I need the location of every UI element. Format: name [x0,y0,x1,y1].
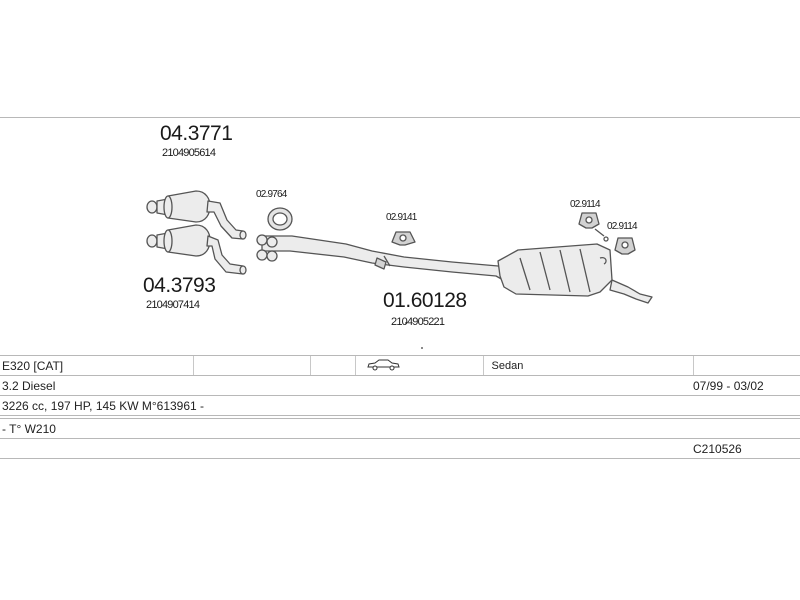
leader-dot [405,322,407,324]
rubber-hanger-rear-left[interactable] [578,212,600,229]
info-row-specs: 3226 cc, 197 HP, 145 KW M°613961 - [0,395,800,416]
part-number-hanger-mid[interactable]: 02.9141 [386,212,417,223]
oem-number-cat-lower: 2104907414 [146,299,200,311]
part-number-cat-upper[interactable]: 04.3771 [160,122,233,145]
leader-dot [421,347,423,349]
catalog-code[interactable]: C210526 [693,438,800,459]
part-number-hanger-rear-right[interactable]: 02.9114 [607,221,638,232]
body-type: Sedan [482,355,693,376]
info-cell-empty [192,355,310,376]
info-cell-empty [0,438,693,459]
rubber-hanger-rear-right[interactable] [594,228,636,255]
part-number-hanger-rear-left[interactable]: 02.9114 [570,199,601,210]
info-cell-empty [692,355,800,376]
chassis-type: - T° W210 [0,418,800,439]
rubber-hanger-mid[interactable] [391,231,416,246]
oem-number-silencer: 2104905221 [391,316,445,328]
vehicle-model: E320 [CAT] [0,355,193,376]
engine-specs: 3226 cc, 197 HP, 145 KW M°613961 - [0,395,800,416]
part-number-gasket[interactable]: 02.9764 [256,189,287,200]
vehicle-info-table: E320 [CAT] Sedan 3.2 Diesel 07/99 - 03/0… [0,355,800,459]
info-row-engine: 3.2 Diesel 07/99 - 03/02 [0,375,800,396]
car-sedan-icon [366,359,400,370]
info-cell-empty [309,355,355,376]
exhaust-system-diagram [146,190,653,349]
production-years: 07/99 - 03/02 [693,375,800,396]
top-frame-line [0,117,800,118]
catalytic-converter-upper[interactable] [146,190,247,240]
center-pipe[interactable] [256,234,509,282]
part-number-cat-lower[interactable]: 04.3793 [143,274,216,297]
info-row-code: C210526 [0,438,800,459]
catalytic-converter-lower[interactable] [146,224,247,275]
engine: 3.2 Diesel [0,375,693,396]
body-icon-cell [354,355,483,376]
info-row-model: E320 [CAT] Sedan [0,355,800,376]
rear-silencer[interactable] [497,243,653,304]
oem-number-cat-upper: 2104905614 [162,147,216,159]
part-number-silencer[interactable]: 01.60128 [383,289,467,312]
gasket-ring[interactable] [267,207,293,231]
info-row-type: - T° W210 [0,418,800,439]
